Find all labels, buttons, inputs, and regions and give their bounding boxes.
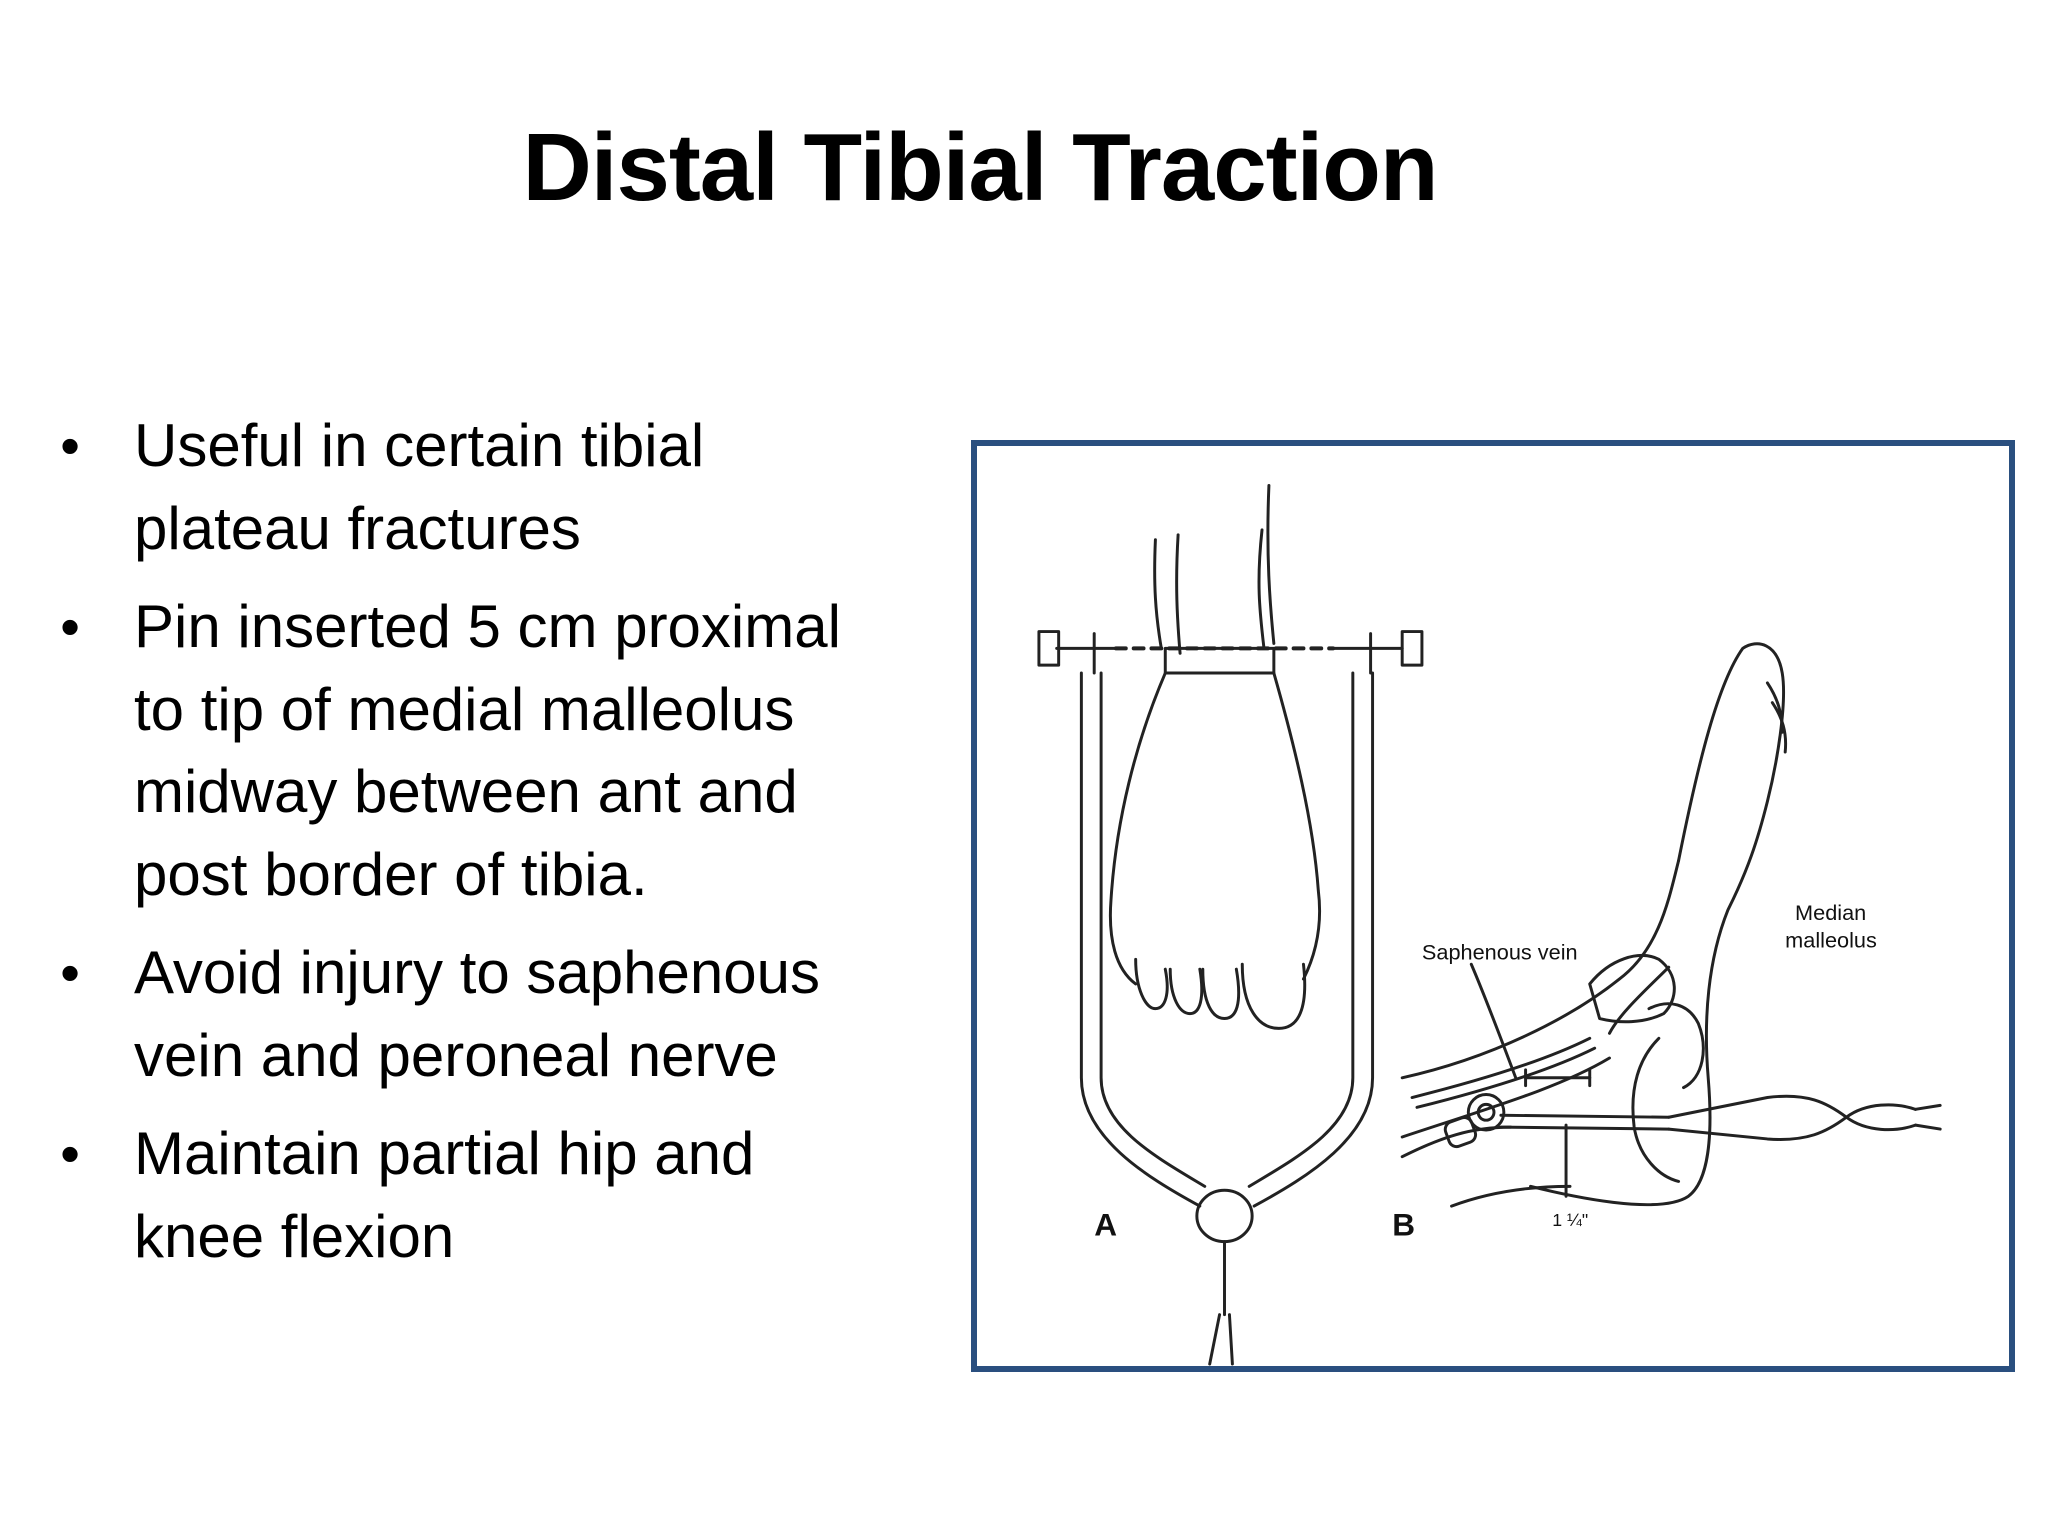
traction-illustration: A B Saphenous vein Median malleolus 1 ¼"	[1037, 484, 1942, 1366]
panel-b-label: B	[1392, 1207, 1415, 1243]
bullet-line: midway between ant and	[134, 758, 798, 825]
slide-title: Distal Tibial Traction	[522, 114, 1438, 221]
bullet-list: • Useful in certain tibial plateau fract…	[50, 405, 930, 1294]
bullet-line: post border of tibia.	[134, 840, 648, 908]
median-malleolus-label-line2: malleolus	[1785, 927, 1877, 952]
bullet-line: Useful in certain tibial	[134, 412, 705, 479]
bullet-marker: •	[60, 1122, 80, 1185]
bullet-marker: •	[60, 414, 80, 477]
bullet-marker: •	[60, 941, 80, 1004]
bullet-line: Pin inserted 5 cm proximal	[134, 593, 841, 660]
bullet-line: Maintain partial hip and	[134, 1120, 755, 1187]
bullet-item: • Maintain partial hip and knee flexion	[50, 1113, 930, 1278]
saphenous-vein-label: Saphenous vein	[1422, 939, 1578, 964]
panel-a-label: A	[1094, 1207, 1117, 1243]
bullet-item: • Pin inserted 5 cm proximal to tip of m…	[50, 586, 930, 916]
bullet-line: plateau fractures	[134, 494, 581, 562]
bullet-line: to tip of medial malleolus	[134, 675, 795, 743]
traction-figure-frame: A B Saphenous vein Median malleolus 1 ¼"	[971, 440, 2015, 1372]
bullet-line: knee flexion	[134, 1202, 455, 1270]
measurement-label: 1 ¼"	[1552, 1210, 1588, 1230]
median-malleolus-label-line1: Median	[1795, 900, 1866, 925]
bullet-marker: •	[60, 595, 80, 658]
bullet-item: • Useful in certain tibial plateau fract…	[50, 405, 930, 570]
bullet-line: Avoid injury to saphenous	[134, 939, 821, 1006]
panel-a-drawing	[1037, 484, 1424, 1366]
bullet-line: vein and peroneal nerve	[134, 1021, 778, 1089]
bullet-item: • Avoid injury to saphenous vein and per…	[50, 932, 930, 1097]
panel-b-drawing	[1400, 642, 1942, 1208]
